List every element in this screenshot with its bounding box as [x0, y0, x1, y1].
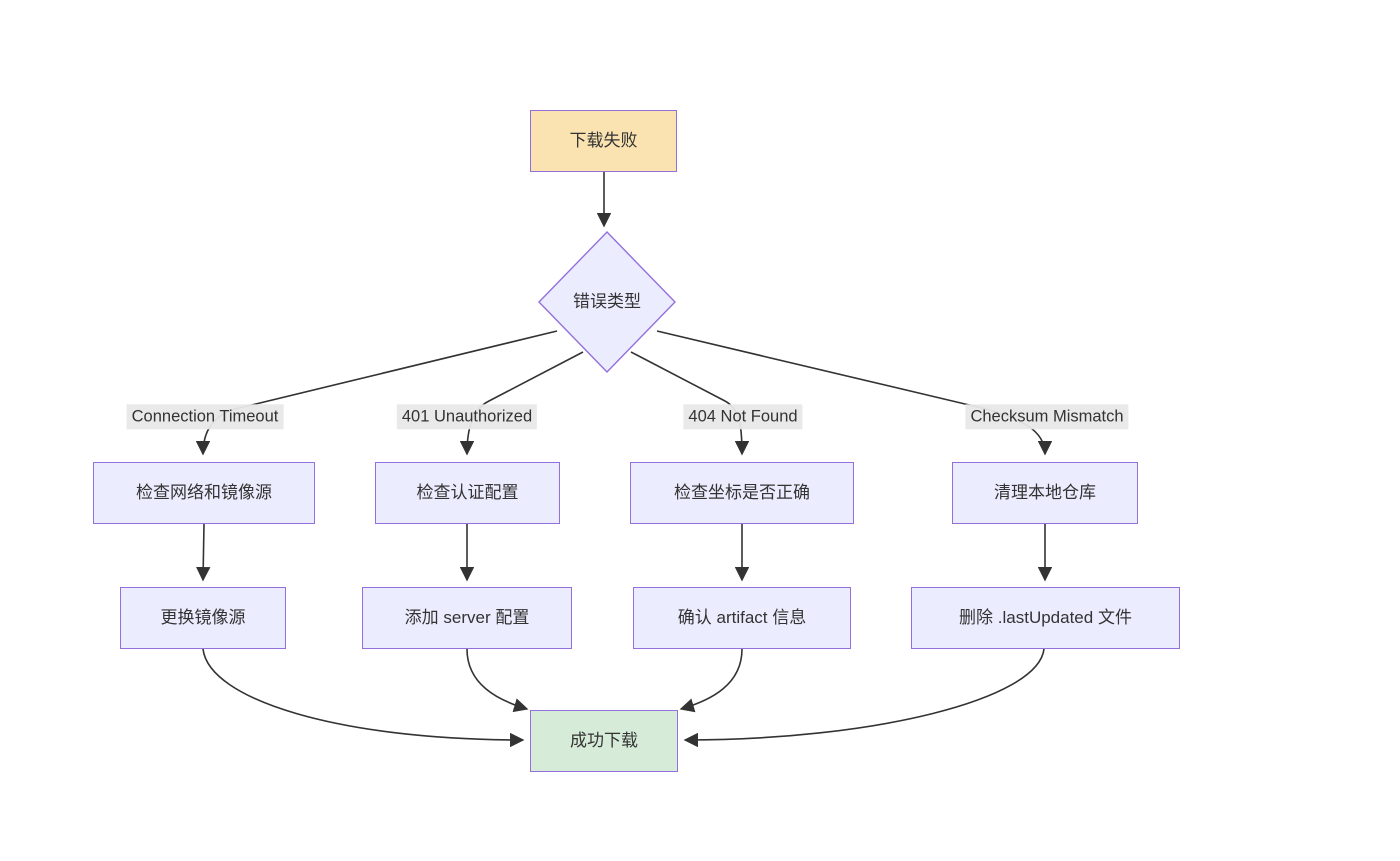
node-error-type: 错误类型 — [539, 232, 675, 372]
node-clean-local-repo: 清理本地仓库 — [952, 462, 1138, 524]
node-download-success: 成功下载 — [530, 710, 678, 772]
node-add-server-config-label: 添加 server 配置 — [404, 608, 530, 628]
edge-label-401-unauthorized: 401 Unauthorized — [396, 404, 538, 430]
edge-error-type-to-clean-local-repo — [656, 330, 1053, 456]
node-download-failed-label: 下载失败 — [569, 131, 638, 151]
node-confirm-artifact: 确认 artifact 信息 — [633, 587, 851, 649]
edge-label-connection-timeout: Connection Timeout — [126, 404, 284, 430]
edge-delete-lastupdated-to-download-success — [683, 648, 1045, 748]
node-download-success-label: 成功下载 — [570, 731, 638, 751]
edge-label-checksum-mismatch: Checksum Mismatch — [965, 404, 1129, 430]
node-confirm-artifact-label: 确认 artifact 信息 — [677, 608, 807, 628]
edge-check-network-to-change-mirror — [196, 523, 211, 582]
node-delete-lastupdated-label: 删除 .lastUpdated 文件 — [959, 608, 1132, 628]
node-check-auth-label: 检查认证配置 — [416, 483, 519, 503]
node-check-coordinates-label: 检查坐标是否正确 — [674, 483, 810, 503]
node-error-type-label: 错误类型 — [573, 292, 641, 312]
node-check-auth: 检查认证配置 — [375, 462, 560, 524]
edge-label-404-not-found: 404 Not Found — [683, 404, 803, 430]
node-add-server-config: 添加 server 配置 — [362, 587, 572, 649]
decision-diamond-shape — [538, 230, 676, 374]
node-check-network-label: 检查网络和镜像源 — [136, 483, 272, 503]
node-check-network: 检查网络和镜像源 — [93, 462, 315, 524]
node-clean-local-repo-label: 清理本地仓库 — [994, 483, 1096, 503]
edge-change-mirror-to-download-success — [202, 648, 525, 748]
node-change-mirror: 更换镜像源 — [120, 587, 286, 649]
node-delete-lastupdated: 删除 .lastUpdated 文件 — [911, 587, 1180, 649]
edge-confirm-artifact-to-download-success — [679, 648, 743, 713]
node-download-failed: 下载失败 — [530, 110, 677, 172]
node-check-coordinates: 检查坐标是否正确 — [630, 462, 854, 524]
node-change-mirror-label: 更换镜像源 — [160, 608, 246, 628]
edge-add-server-config-to-download-success — [466, 648, 529, 713]
